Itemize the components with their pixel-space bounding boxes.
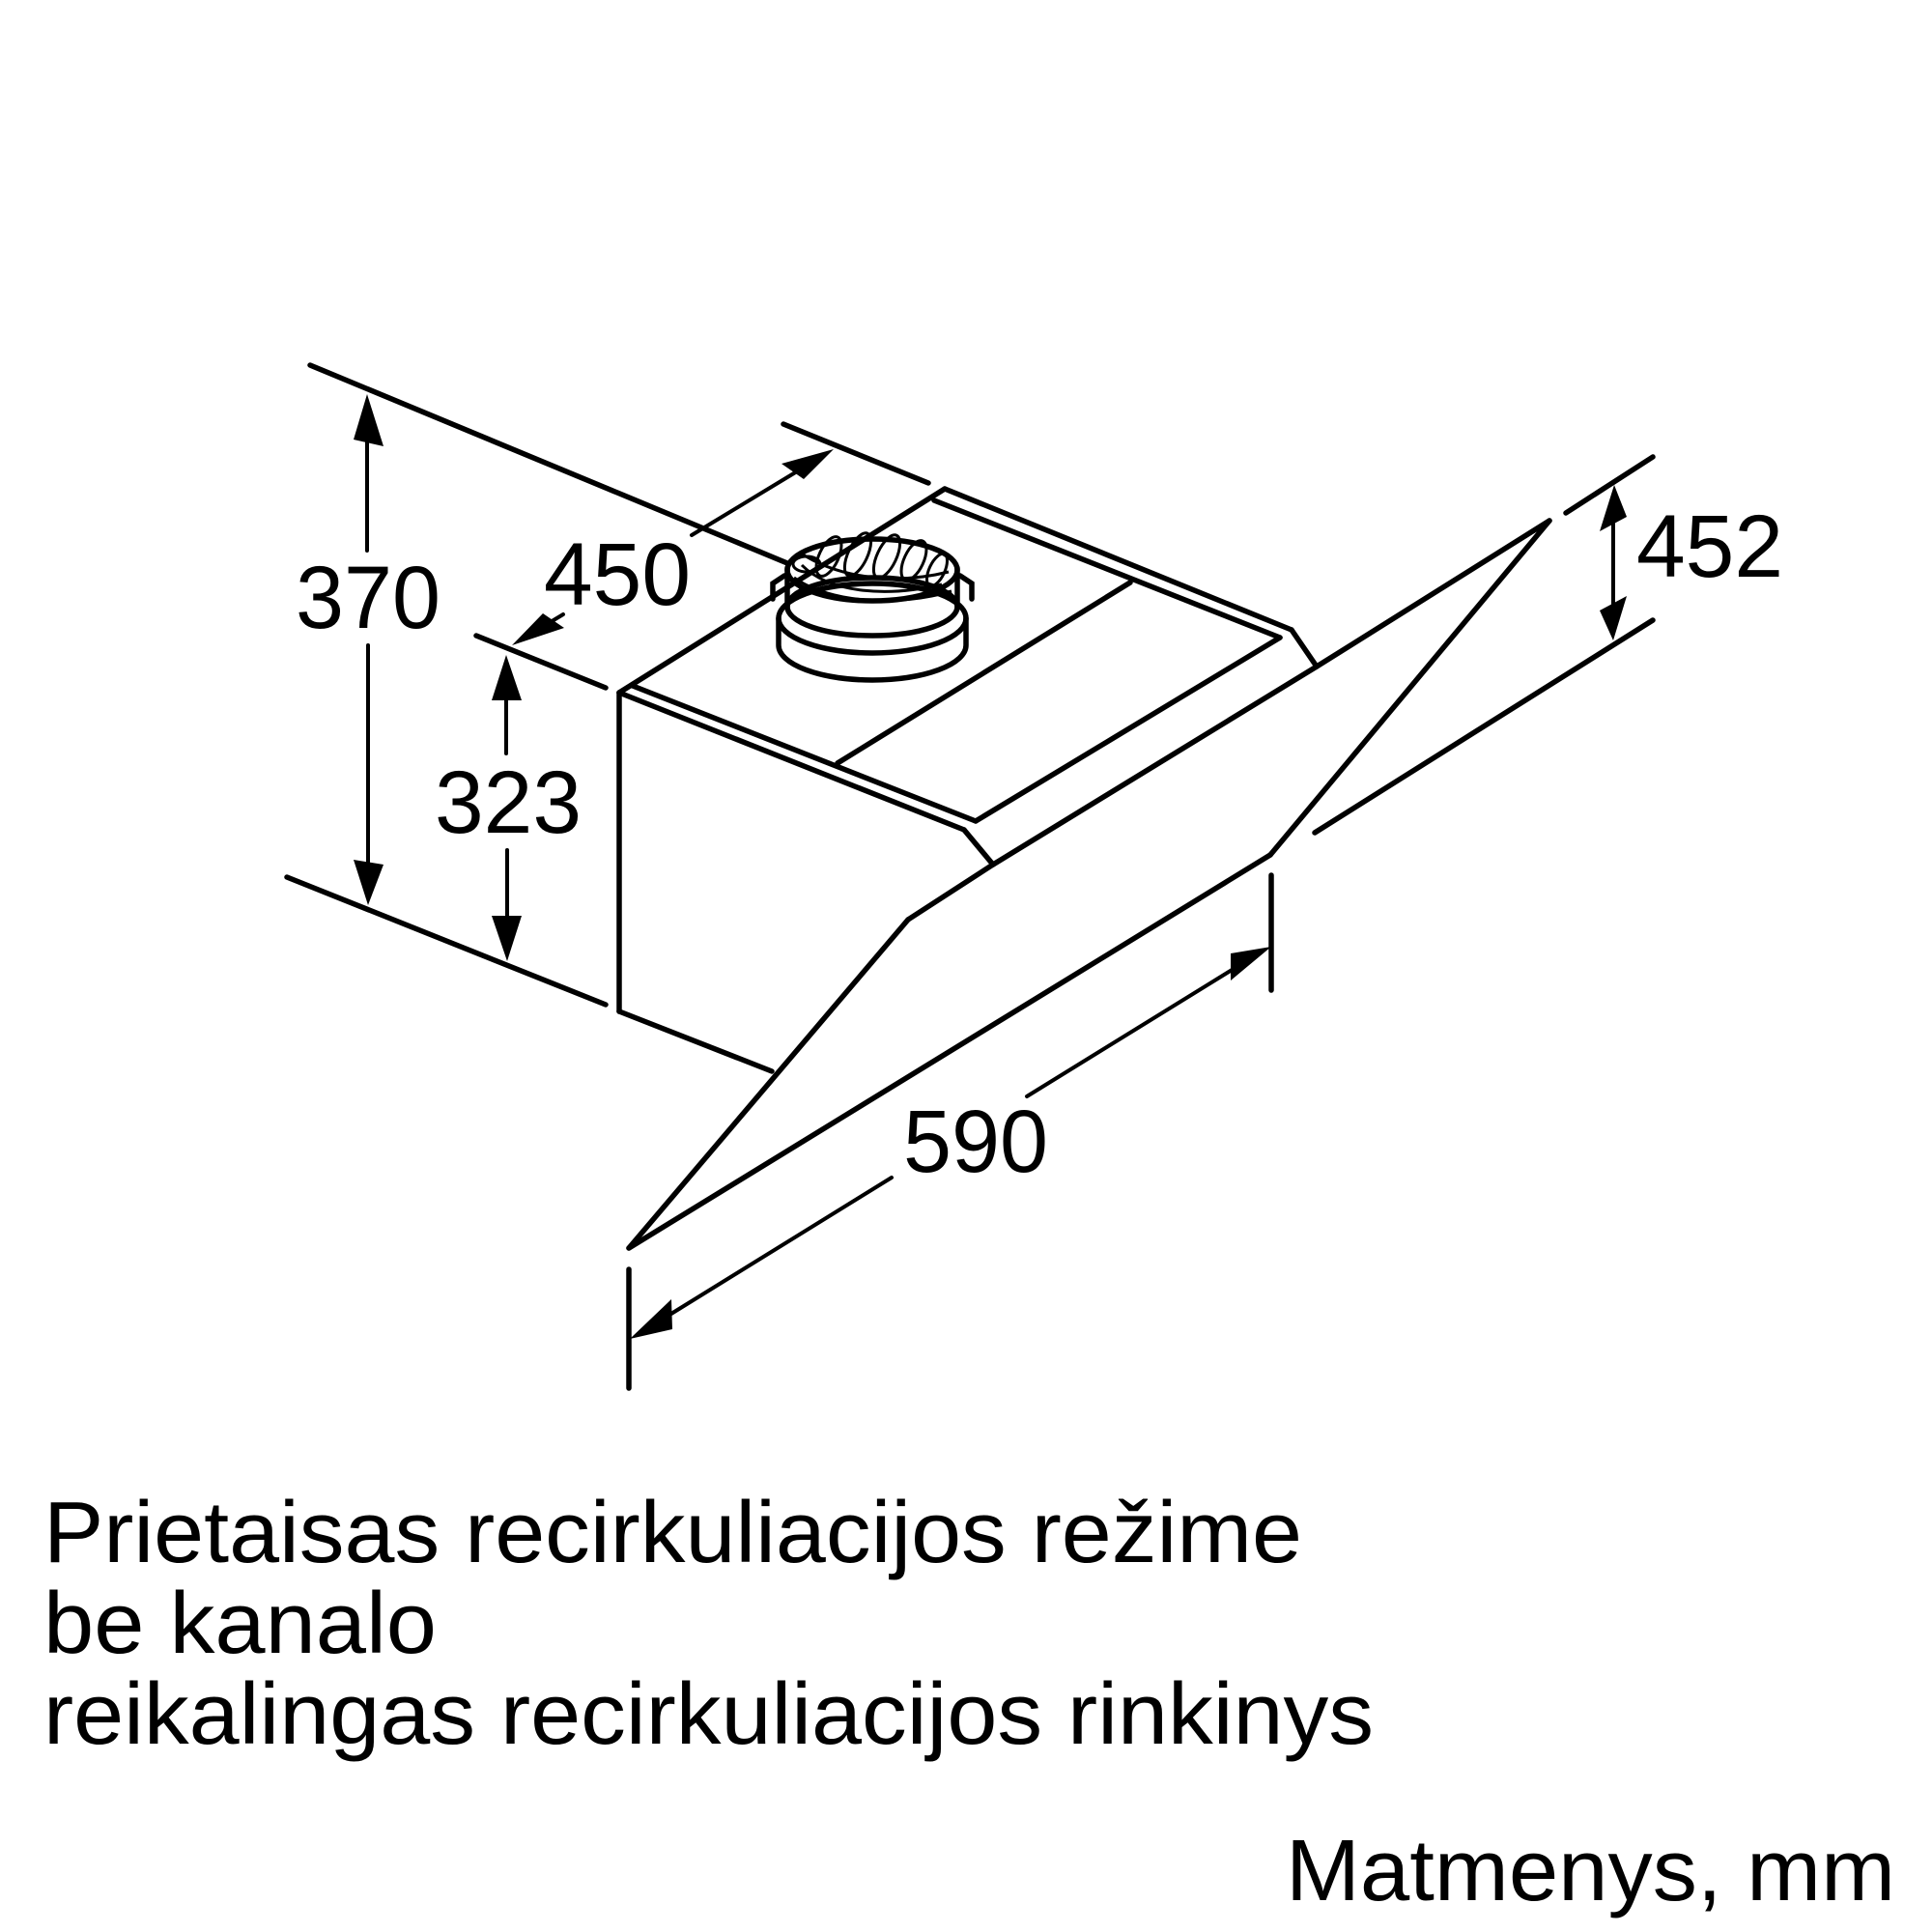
caption-line-3: reikalingas recirkuliacijos rinkinys	[43, 1666, 1374, 1763]
caption-line-1: Prietaisas recirkuliacijos režime	[43, 1485, 1302, 1581]
glass-canopy	[626, 518, 1552, 1251]
dimension-label-452: 452	[1636, 497, 1783, 596]
dimension-370: 370	[284, 362, 790, 1008]
units-note: Matmenys, mm	[1286, 1823, 1895, 1919]
caption-line-2: be kanalo	[43, 1576, 437, 1672]
dimension-label-370: 370	[296, 549, 440, 647]
dimension-label-590: 590	[903, 1093, 1048, 1191]
dimension-590: 590	[626, 872, 1274, 1391]
dimension-323: 323	[435, 633, 609, 961]
dimension-label-323: 323	[435, 753, 582, 852]
dimension-450: 450	[512, 421, 931, 645]
hood-body	[616, 486, 1320, 1074]
fan-collar-icon	[770, 531, 975, 683]
caption: Prietaisas recirkuliacijos režime be kan…	[43, 1485, 1374, 1763]
dimension-452: 452	[1312, 454, 1783, 836]
dimension-label-450: 450	[544, 526, 691, 624]
